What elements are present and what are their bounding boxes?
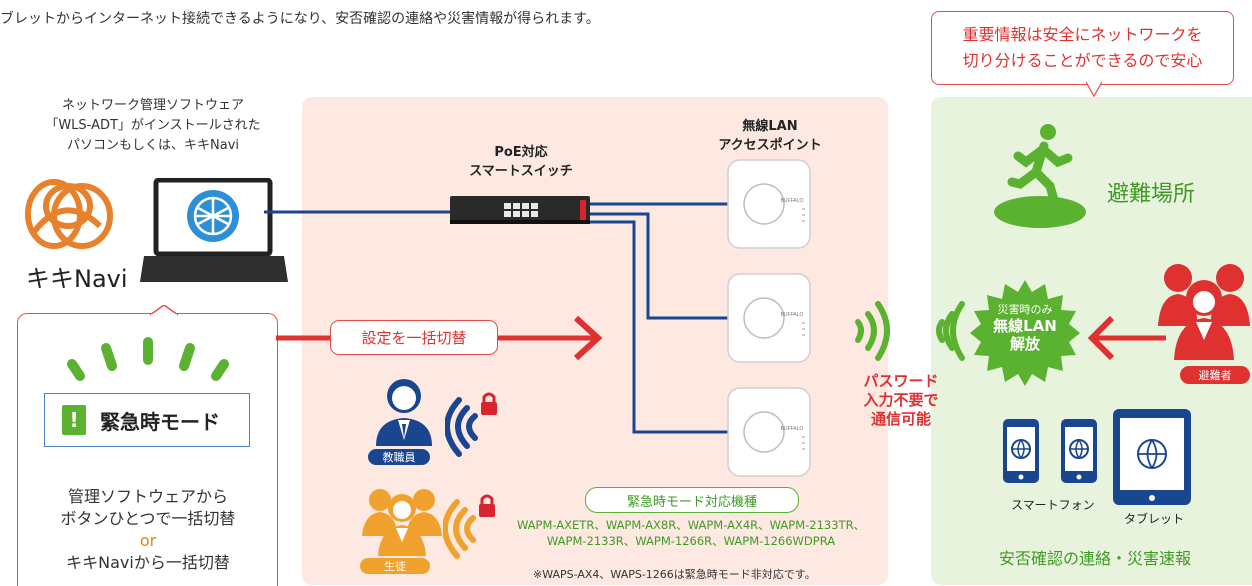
open-wifi-waves-icon: [855, 301, 965, 361]
students-group-icon: [362, 489, 442, 556]
access-point-2-icon: BUFFALO: [727, 273, 811, 363]
ap-label-line1: 無線LAN: [742, 119, 798, 134]
poe-switch-icon: [450, 196, 590, 224]
software-label-line1: ネットワーク管理ソフトウェア: [61, 98, 244, 113]
safety-info-label: 安否確認の連絡・災害速報: [998, 549, 1191, 568]
models-line2: WAPM-2133R、WAPM-1266R、WAPM-1266WDPRA: [546, 534, 836, 548]
batch-switch-label: 設定を一括切替: [330, 320, 498, 355]
ap-1-brand: BUFFALO: [781, 198, 804, 204]
tablet-icon: [1113, 409, 1191, 505]
security-callout: 重要情報は安全にネットワークを 切り分けることができるので安心: [931, 11, 1234, 85]
ap-label: 無線LAN アクセスポイント: [706, 117, 834, 155]
student-locked-wifi-icon: [443, 494, 495, 559]
desc-line1: 管理ソフトウェアから: [67, 487, 228, 506]
evacuee-arrow: [1087, 315, 1166, 361]
pw-line2: 入力不要で: [863, 391, 939, 409]
evacuation-site-icon: [994, 124, 1086, 228]
evacuation-site-label: 避難場所: [1107, 182, 1196, 207]
badge-line1: 災害時のみ: [997, 303, 1053, 316]
open-wifi-badge-icon: [970, 280, 1080, 386]
pw-line1: パスワード: [863, 372, 939, 390]
emergency-mode-description: 管理ソフトウェアから ボタンひとつで一括切替 or キキNaviから一括切替: [17, 486, 279, 574]
smartphone-1-icon: [1003, 419, 1039, 483]
exclamation-icon: !: [62, 405, 86, 435]
badge-line2: 無線LAN: [993, 317, 1057, 335]
smartphone-2-icon: [1061, 419, 1097, 483]
intro-text: ブレットからインターネット接続できるようになり、安否確認の連絡や災害情報が得られ…: [0, 11, 600, 27]
compatible-models-list: WAPM-AXETR、WAPM-AX8R、WAPM-AX4R、WAPM-2133…: [505, 517, 877, 549]
smartphone-label: スマートフォン: [1011, 498, 1095, 512]
switch-label-line2: スマートスイッチ: [469, 164, 573, 179]
callout-line2: 切り分けることができるので安心: [962, 51, 1203, 70]
staff-badge: 教職員: [368, 449, 430, 465]
callout-tail: [1086, 82, 1102, 98]
software-label: ネットワーク管理ソフトウェア 「WLS-ADT」がインストールされた パソコンも…: [22, 96, 284, 156]
non-compatible-note: ※WAPS-AX4、WAPS-1266は緊急時モード非対応です。: [533, 568, 816, 581]
red-box-notch: [150, 305, 178, 317]
evacuees-group-icon: [1158, 264, 1250, 360]
staff-locked-wifi-icon: [445, 392, 497, 457]
switch-label: PoE対応 スマートスイッチ: [456, 143, 586, 181]
laptop-icon: [140, 178, 288, 282]
badge-line3: 解放: [1009, 335, 1040, 353]
emergency-mode-label: 緊急時モード: [100, 409, 220, 434]
desc-line4: キキNaviから一括切替: [66, 553, 230, 572]
ap-3-brand: BUFFALO: [781, 426, 804, 432]
models-line1: WAPM-AXETR、WAPM-AX8R、WAPM-AX4R、WAPM-2133…: [516, 518, 866, 532]
access-point-3-icon: BUFFALO: [727, 387, 811, 477]
alert-rays-icon: [67, 337, 229, 381]
kikinavi-label: キキNavi: [26, 265, 128, 293]
emergency-mode-button[interactable]: ! 緊急時モード: [44, 393, 250, 447]
staff-person-icon: [376, 379, 432, 446]
no-password-text: パスワード 入力不要で 通信可能: [846, 372, 956, 429]
software-label-line2: 「WLS-ADT」がインストールされた: [45, 118, 261, 133]
open-wifi-badge-text: 災害時のみ 無線LAN 解放: [976, 302, 1074, 353]
switch-label-line1: PoE対応: [494, 145, 548, 160]
access-point-1-icon: BUFFALO: [727, 159, 811, 249]
student-badge: 生徒: [360, 558, 430, 574]
kikinavi-logo-icon: [25, 179, 113, 249]
desc-line2: ボタンひとつで一括切替: [60, 509, 236, 528]
software-label-line3: パソコンもしくは、キキNavi: [67, 138, 239, 153]
ap-label-line2: アクセスポイント: [718, 138, 822, 153]
compatible-models-label: 緊急時モード対応機種: [585, 487, 799, 513]
desc-or: or: [139, 531, 157, 550]
tablet-label: タブレット: [1124, 512, 1185, 526]
pw-line3: 通信可能: [870, 410, 931, 428]
evacuee-badge: 避難者: [1180, 366, 1250, 384]
ap-2-brand: BUFFALO: [781, 312, 804, 318]
callout-line1: 重要情報は安全にネットワークを: [962, 25, 1203, 44]
